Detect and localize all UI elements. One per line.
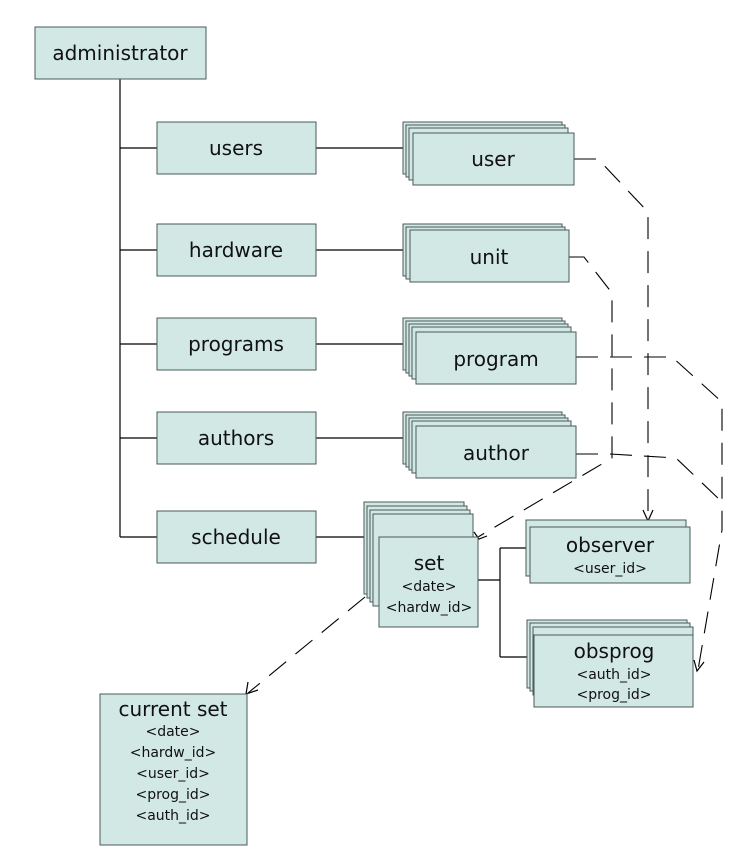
administrator-label: administrator [52, 41, 188, 65]
administrator-box[interactable]: administrator [34, 26, 207, 80]
collection-label: programs [188, 332, 284, 356]
obsprog-title: obsprog [574, 639, 655, 663]
current-set-title: current set [118, 697, 227, 721]
record-label: program [453, 347, 538, 371]
set-title: set [414, 551, 445, 575]
record-stack-user[interactable]: user [402, 121, 575, 186]
set-field-date: <date> [401, 579, 456, 595]
collection-label: users [209, 136, 263, 160]
record-label: author [463, 441, 530, 465]
collection-label: schedule [191, 525, 281, 549]
obsprog-field-auth-id: <auth_id> [576, 667, 651, 683]
current-set-field-date: <date> [145, 724, 200, 740]
collection-box-programs[interactable]: programs [156, 317, 317, 371]
current-set-field-hardw-id: <hardw_id> [130, 745, 217, 761]
collection-box-users[interactable]: users [156, 121, 317, 175]
record-stack-unit[interactable]: unit [402, 223, 570, 283]
observer-field-user-id: <user_id> [573, 561, 647, 577]
record-label: unit [470, 245, 509, 269]
current-set-box[interactable]: current set <date> <hardw_id> <user_id> … [99, 693, 248, 846]
collection-box-schedule[interactable]: schedule [156, 510, 317, 564]
obsprog-field-prog-id: <prog_id> [576, 687, 651, 703]
obsprog-stack[interactable]: obsprog <auth_id> <prog_id> [526, 619, 694, 708]
collection-box-authors[interactable]: authors [156, 411, 317, 465]
record-stack-author[interactable]: author [402, 411, 577, 479]
current-set-field-auth-id: <auth_id> [135, 808, 210, 824]
observer-title: observer [566, 533, 655, 557]
collection-label: authors [198, 426, 274, 450]
current-set-field-prog-id: <prog_id> [135, 787, 210, 803]
collection-label: hardware [189, 238, 283, 262]
set-stack[interactable]: set <date> <hardw_id> [363, 501, 479, 628]
reference-dashed-lines [247, 158, 723, 694]
tree-connectors [119, 79, 528, 658]
set-field-hardw-id: <hardw_id> [386, 600, 473, 616]
record-stack-program[interactable]: program [402, 317, 577, 385]
record-label: user [471, 147, 515, 171]
collection-box-hardware[interactable]: hardware [156, 223, 317, 277]
current-set-field-user-id: <user_id> [136, 766, 210, 782]
observer-stack[interactable]: observer <user_id> [525, 519, 691, 584]
